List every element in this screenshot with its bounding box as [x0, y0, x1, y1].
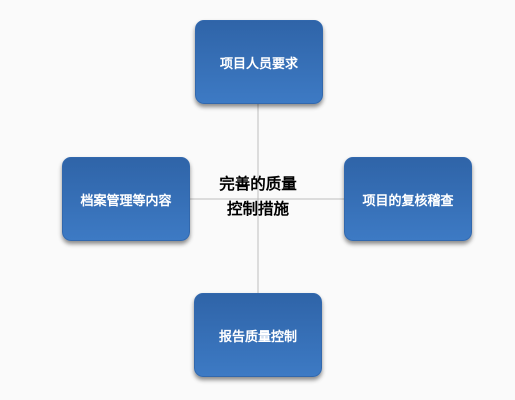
node-project-review-audit: 项目的复核稽查 — [344, 157, 472, 241]
center-label: 完善的质量 控制措施 — [210, 172, 306, 222]
node-label: 项目的复核稽查 — [362, 193, 454, 209]
node-archive-management: 档案管理等内容 — [62, 157, 190, 241]
center-label-line-1: 完善的质量 — [219, 175, 297, 193]
node-label: 报告质量控制 — [218, 329, 297, 345]
node-project-staff-requirements: 项目人员要求 — [195, 20, 323, 104]
node-label: 项目人员要求 — [219, 56, 298, 72]
center-label-line-2: 控制措施 — [226, 200, 289, 218]
node-label: 档案管理等内容 — [80, 193, 172, 209]
node-report-quality-control: 报告质量控制 — [194, 293, 322, 377]
